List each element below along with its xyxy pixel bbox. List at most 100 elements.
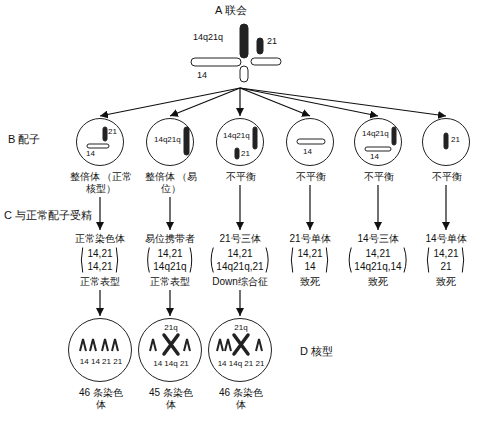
arrow-connector xyxy=(169,290,170,316)
chromosome-label: 14 14q 21 21 xyxy=(209,359,273,369)
chromosome-label: 21 xyxy=(267,36,277,47)
phenotype-text: 致死 xyxy=(425,275,466,288)
chromosome xyxy=(80,339,86,351)
genotype-text: 21 xyxy=(433,260,458,273)
arrow-connector xyxy=(99,197,100,230)
chromosome xyxy=(217,339,223,351)
bracket-right xyxy=(266,248,268,273)
chromosome-label: 14q21q xyxy=(193,32,223,43)
arrow-connector xyxy=(377,185,378,230)
arrow-connector xyxy=(445,185,446,230)
genotype-bracket: 14,2114q21q xyxy=(146,247,193,273)
chromosome-label: 14 14q 21 xyxy=(139,359,203,369)
chromosome xyxy=(112,339,118,351)
zygote-result: 14号三体 14,2114q21q,14 致死 xyxy=(347,232,408,288)
karyotype-circle: 21q14 14q 21 2146 条染色体 xyxy=(208,318,272,382)
chromosome-drawing xyxy=(77,119,125,167)
zygote-result: 14号单体 14,2121 致死 xyxy=(425,232,466,288)
genotype-text: 14,21 xyxy=(87,247,112,260)
karyotype-circle: 14 14 21 2146 条染色体 xyxy=(68,318,132,382)
chromosome-label: 14q21q xyxy=(362,129,389,139)
chromosome xyxy=(184,127,189,155)
chromosome xyxy=(297,139,325,144)
gamete-circle: 2114整倍体 （正常核型） xyxy=(76,118,124,166)
chromosome xyxy=(102,339,108,351)
gamete-circle: 14不平衡 xyxy=(286,118,334,166)
result-name: 正常染色体 xyxy=(75,232,125,245)
chromosome-label: 21q xyxy=(139,323,203,333)
chromosome xyxy=(184,339,190,351)
genotype-bracket: 14,2114q21q,21 xyxy=(209,247,270,273)
result-name: 21号三体 xyxy=(209,232,270,245)
chromosome xyxy=(87,144,109,148)
phenotype-text: 正常表型 xyxy=(75,275,125,288)
bracket-right xyxy=(117,248,118,273)
chromosome-drawing xyxy=(69,319,133,383)
chromosome-label: 14 xyxy=(197,70,207,81)
chromosome xyxy=(150,339,156,351)
arrow-connector xyxy=(240,88,378,116)
section-label: D 核型 xyxy=(300,344,333,359)
chromosome-label: 14 xyxy=(370,152,379,162)
chromosome-label: 21 xyxy=(108,127,117,137)
arrow-connector xyxy=(99,290,100,316)
bracket-left xyxy=(82,248,83,273)
gamete-circle: 14q21q整倍体 （易位） xyxy=(146,118,194,166)
chromosome xyxy=(235,148,239,159)
chromosome-label: 14q21q xyxy=(154,135,181,145)
chromosome xyxy=(225,339,231,351)
karyotype-circle: 21q14 14q 2145 条染色体 xyxy=(138,318,202,382)
arrow-connector xyxy=(239,290,240,316)
genotype-text: 14,21 xyxy=(433,247,458,260)
chromosome xyxy=(251,58,281,65)
genotype-bracket: 14,2114,21 xyxy=(80,247,119,273)
chromosome xyxy=(392,127,396,145)
genotype-text: 14q21q,21 xyxy=(216,260,263,273)
zygote-result: 21号三体 14,2114q21q,21Down综合征 xyxy=(209,232,270,288)
chromosome-label: 14 xyxy=(303,147,312,157)
zygote-result: 21号单体 14,2114 致死 xyxy=(289,232,330,288)
chromosome xyxy=(90,339,96,351)
arrow-connector xyxy=(169,197,170,230)
bracket-left xyxy=(428,248,429,273)
chromosome-drawing xyxy=(423,119,471,167)
arrow-connector xyxy=(240,88,446,116)
chromosome-drawing xyxy=(287,119,335,167)
result-name: 14号三体 xyxy=(347,232,408,245)
section-label: A 联会 xyxy=(215,3,247,18)
arrow-connector xyxy=(309,185,310,230)
synapsis-figure: 14q21q 21 14 xyxy=(185,20,295,86)
genotype-text: 14,21 xyxy=(216,247,263,260)
phenotype-text: 致死 xyxy=(347,275,408,288)
node-caption: 46 条染色体 xyxy=(76,387,126,411)
node-caption: 不平衡 xyxy=(345,171,413,183)
result-name: 14号单体 xyxy=(425,232,466,245)
phenotype-text: Down综合征 xyxy=(209,275,270,288)
genotype-bracket: 14,2114 xyxy=(290,247,329,273)
node-caption: 不平衡 xyxy=(413,171,480,183)
arrow-connector xyxy=(170,88,240,116)
arrow-connector xyxy=(239,88,240,116)
bracket-right xyxy=(463,248,464,273)
result-name: 21号单体 xyxy=(289,232,330,245)
chromosome xyxy=(240,66,248,82)
genotype-text: 14q21q,14 xyxy=(354,260,401,273)
chromosome xyxy=(253,127,257,149)
node-caption: 46 条染色体 xyxy=(216,387,266,411)
node-caption: 不平衡 xyxy=(277,171,345,183)
genotype-bracket: 14,2114q21q,14 xyxy=(347,247,408,273)
result-name: 易位携带者 xyxy=(145,232,195,245)
phenotype-text: 致死 xyxy=(289,275,330,288)
phenotype-text: 正常表型 xyxy=(145,275,195,288)
node-caption: 整倍体 （正常核型） xyxy=(67,171,135,195)
bracket-right xyxy=(190,248,192,273)
bracket-right xyxy=(327,248,328,273)
chromosome-label: 14q21q xyxy=(223,131,250,141)
chromosome-label: 14 14 21 21 xyxy=(69,357,133,367)
node-caption: 整倍体 （易位） xyxy=(137,171,205,195)
chromosome xyxy=(240,24,248,58)
chromosome xyxy=(365,147,391,151)
chromosome-drawing xyxy=(355,119,403,167)
chromosome xyxy=(191,58,241,66)
chromosome xyxy=(103,127,107,141)
